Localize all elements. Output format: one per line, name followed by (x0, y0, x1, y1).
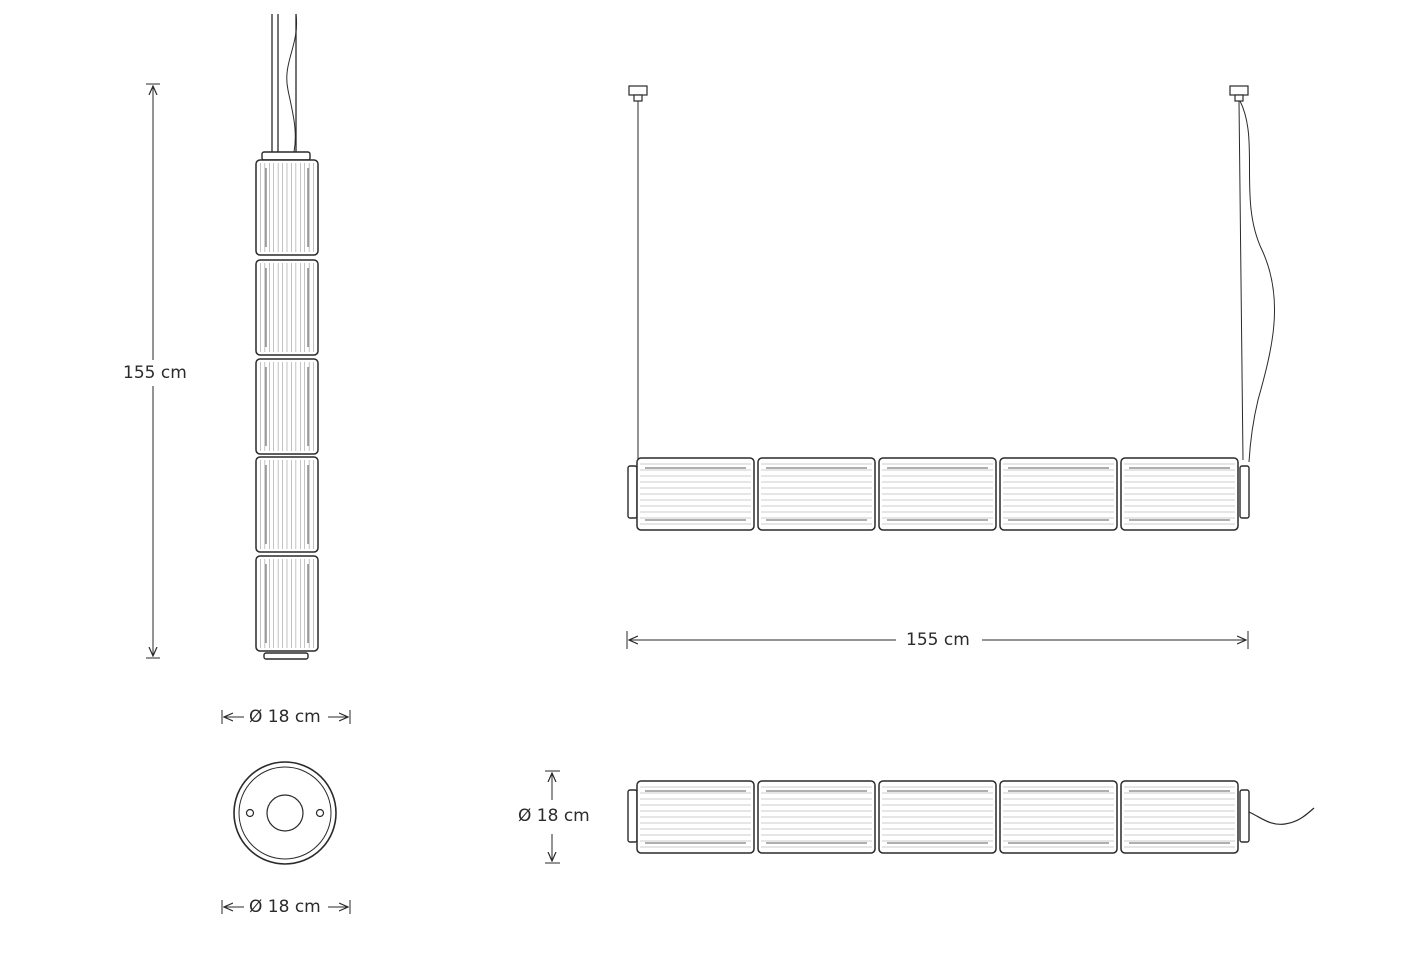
front-diameter-label: Ø 18 cm (518, 806, 590, 826)
side-diameter-bottom-dimension (221, 900, 351, 914)
vertical-glass-segment (255, 555, 319, 652)
side-diameter-bottom-label: Ø 18 cm (249, 897, 321, 917)
horizontal-glass-segment (1120, 780, 1239, 854)
power-cable-bottom (1248, 807, 1315, 825)
front-diameter-dimension (545, 770, 560, 864)
vertical-glass-segment (255, 259, 319, 356)
ceiling-canopy-left (628, 85, 648, 96)
power-cable (286, 13, 298, 153)
end-cap-left-bottom (627, 789, 638, 843)
bottom-cap (263, 652, 309, 660)
vertical-pendant-view (255, 13, 319, 660)
horizontal-glass-segment (878, 780, 997, 854)
vertical-glass-segment (255, 159, 319, 256)
vertical-glass-segment (255, 358, 319, 455)
horizontal-segments (636, 457, 1239, 531)
horizontal-glass-segment (636, 457, 755, 531)
end-cap-right (1239, 465, 1250, 519)
horizontal-glass-segment (878, 457, 997, 531)
horizontal-glass-segment (757, 780, 876, 854)
horizontal-glass-segment (999, 457, 1118, 531)
horizontal-glass-segment (757, 457, 876, 531)
ceiling-canopy-right (1229, 85, 1249, 96)
top-cap (261, 151, 311, 161)
horizontal-pendant-view (627, 85, 1276, 531)
width-dimension-label: 155 cm (906, 630, 970, 650)
suspension-wire-right (1238, 100, 1244, 461)
end-cap-left (627, 465, 638, 519)
horizontal-glass-segment (1120, 457, 1239, 531)
vertical-glass-segment (255, 456, 319, 553)
end-cap-right-bottom (1239, 789, 1250, 843)
side-diameter-top-label: Ø 18 cm (249, 707, 321, 727)
horizontal-glass-segment (636, 780, 755, 854)
plan-view-circle (233, 761, 337, 865)
horizontal-bottom-view (627, 780, 1315, 854)
horizontal-glass-segment (999, 780, 1118, 854)
height-dimension-label: 155 cm (123, 363, 187, 383)
horizontal-segments-bottom (636, 780, 1239, 854)
vertical-segments (255, 159, 319, 652)
side-diameter-top-dimension (221, 710, 351, 724)
power-cable-front (1239, 100, 1276, 463)
height-dimension (146, 83, 160, 659)
width-dimension (626, 631, 1249, 649)
